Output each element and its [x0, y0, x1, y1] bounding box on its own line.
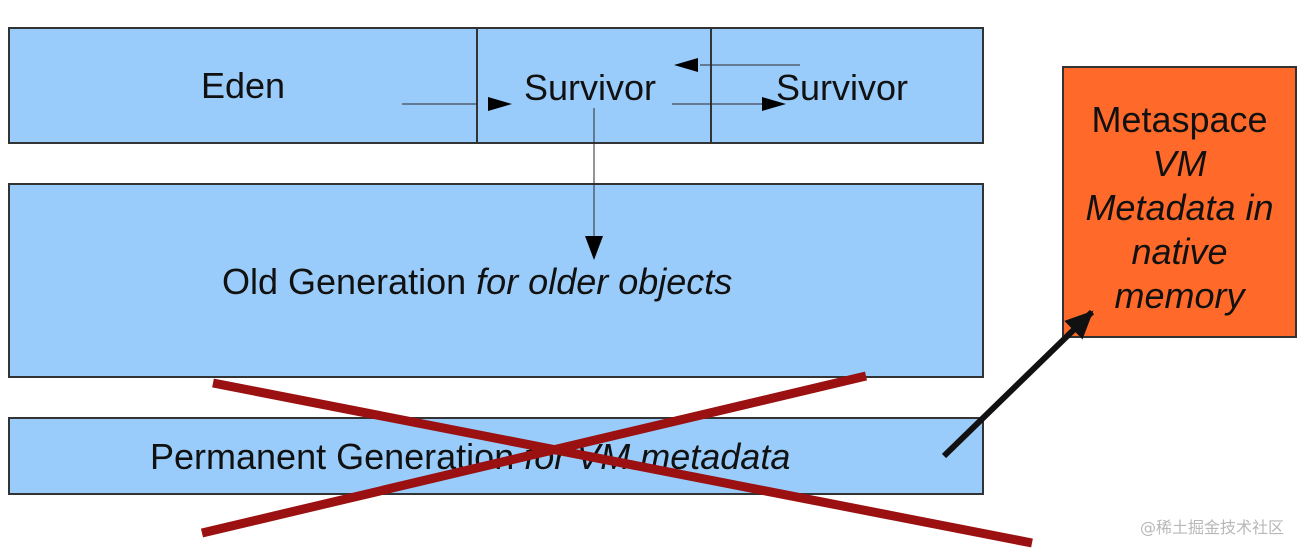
old-generation-region: Old Generation for older objects — [8, 183, 984, 378]
permanent-generation-region: Permanent Generation for VM metadata — [8, 417, 984, 495]
old-generation-text: Old Generation for older objects — [222, 261, 732, 303]
survivor-2-label: Survivor — [776, 67, 909, 108]
metaspace-line-1: VM — [1152, 143, 1207, 184]
permanent-generation-qualifier: for VM metadata — [524, 436, 791, 477]
permanent-generation-label: Permanent Generation — [150, 436, 515, 477]
survivor-1-label: Survivor — [524, 67, 657, 108]
metaspace-line-4: memory — [1114, 275, 1245, 316]
permanent-generation-text: Permanent Generation for VM metadata — [150, 436, 790, 478]
survivor-region-1: Survivor — [476, 27, 712, 144]
metaspace-title: Metaspace — [1091, 99, 1268, 140]
eden-label: Eden — [200, 64, 286, 106]
metaspace-line-2: Metadata in — [1085, 187, 1274, 228]
old-generation-qualifier: for older objects — [476, 261, 733, 302]
metaspace-box: Metaspace VM Metadata in native memory — [1062, 66, 1297, 338]
eden-region: Eden — [8, 27, 478, 144]
survivor-region-2: Survivor — [710, 27, 984, 144]
metaspace-line-3: native — [1131, 231, 1228, 272]
old-generation-label: Old Generation — [222, 261, 467, 302]
watermark: @稀土掘金技术社区 — [1139, 518, 1284, 537]
